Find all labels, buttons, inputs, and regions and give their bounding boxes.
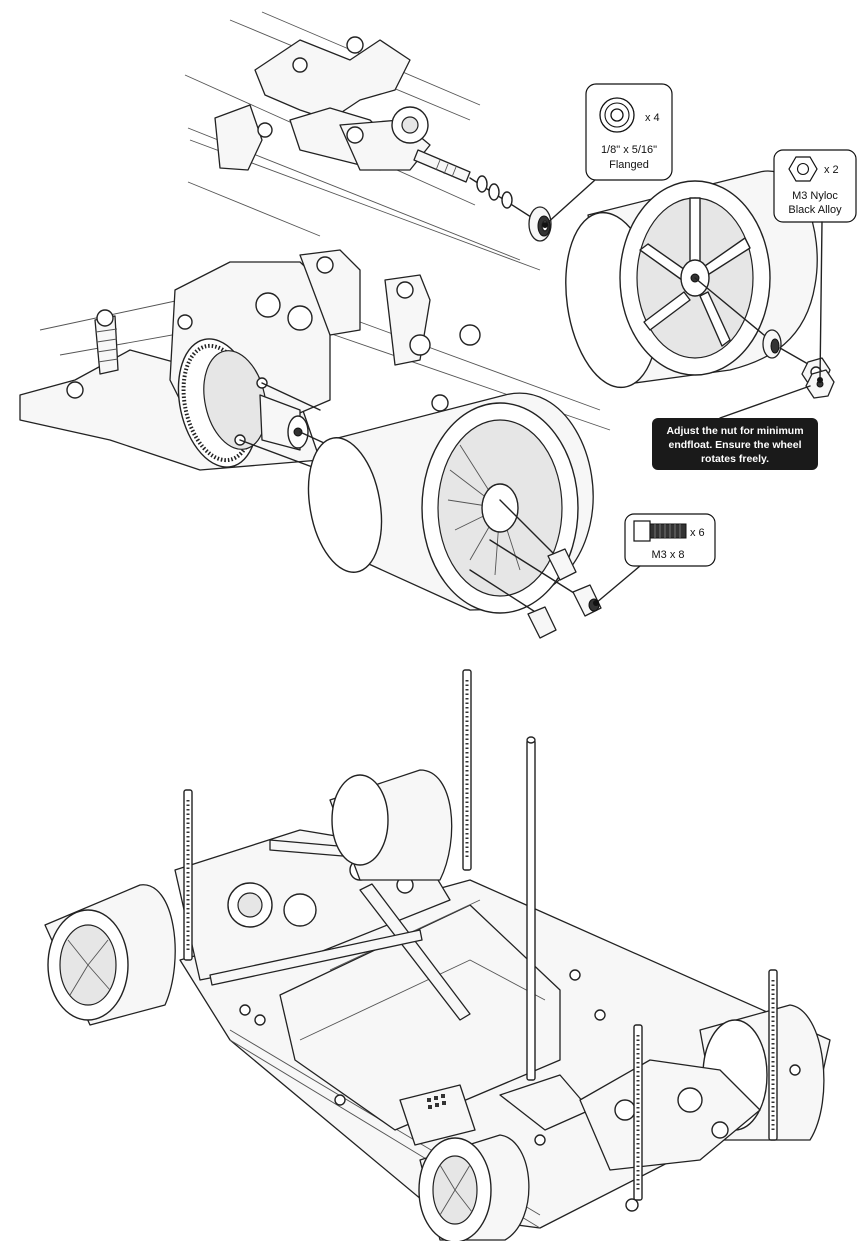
nut-qty: x 2: [824, 164, 839, 176]
hex-nut-icon: [788, 156, 818, 182]
screw-qty: x 6: [690, 527, 705, 539]
front-suspension-assembly: [184, 11, 552, 271]
note-line-2: endfloat. Ensure the wheel: [668, 439, 801, 451]
bearing-qty: x 4: [645, 112, 660, 124]
nut-type: M3 Nyloc: [792, 190, 838, 202]
rear-wheel: [307, 392, 602, 639]
nut-material: Black Alloy: [788, 204, 842, 216]
bearing-size: 1/8" x 5/16": [601, 144, 657, 156]
rear-axle-assembly: [19, 249, 611, 471]
bearing-callout: x 4 1/8" x 5/16" Flanged: [542, 83, 673, 228]
note-line-3: rotates freely.: [701, 453, 769, 465]
body-posts: [183, 669, 778, 1201]
cap-screw-icon: [633, 520, 687, 542]
complete-chassis-view: [44, 669, 831, 1243]
screw-callout: x 6 M3 x 8: [593, 513, 716, 606]
adjustment-note: Adjust the nut for minimum endfloat. Ens…: [652, 385, 818, 470]
nut-callout: x 2 M3 Nyloc Black Alloy: [773, 149, 857, 383]
front-wheel: [565, 170, 835, 399]
bearing-type: Flanged: [609, 159, 649, 171]
note-line-1: Adjust the nut for minimum: [666, 425, 803, 437]
flanged-bearing-icon: [599, 97, 635, 133]
screw-size: M3 x 8: [651, 549, 684, 561]
